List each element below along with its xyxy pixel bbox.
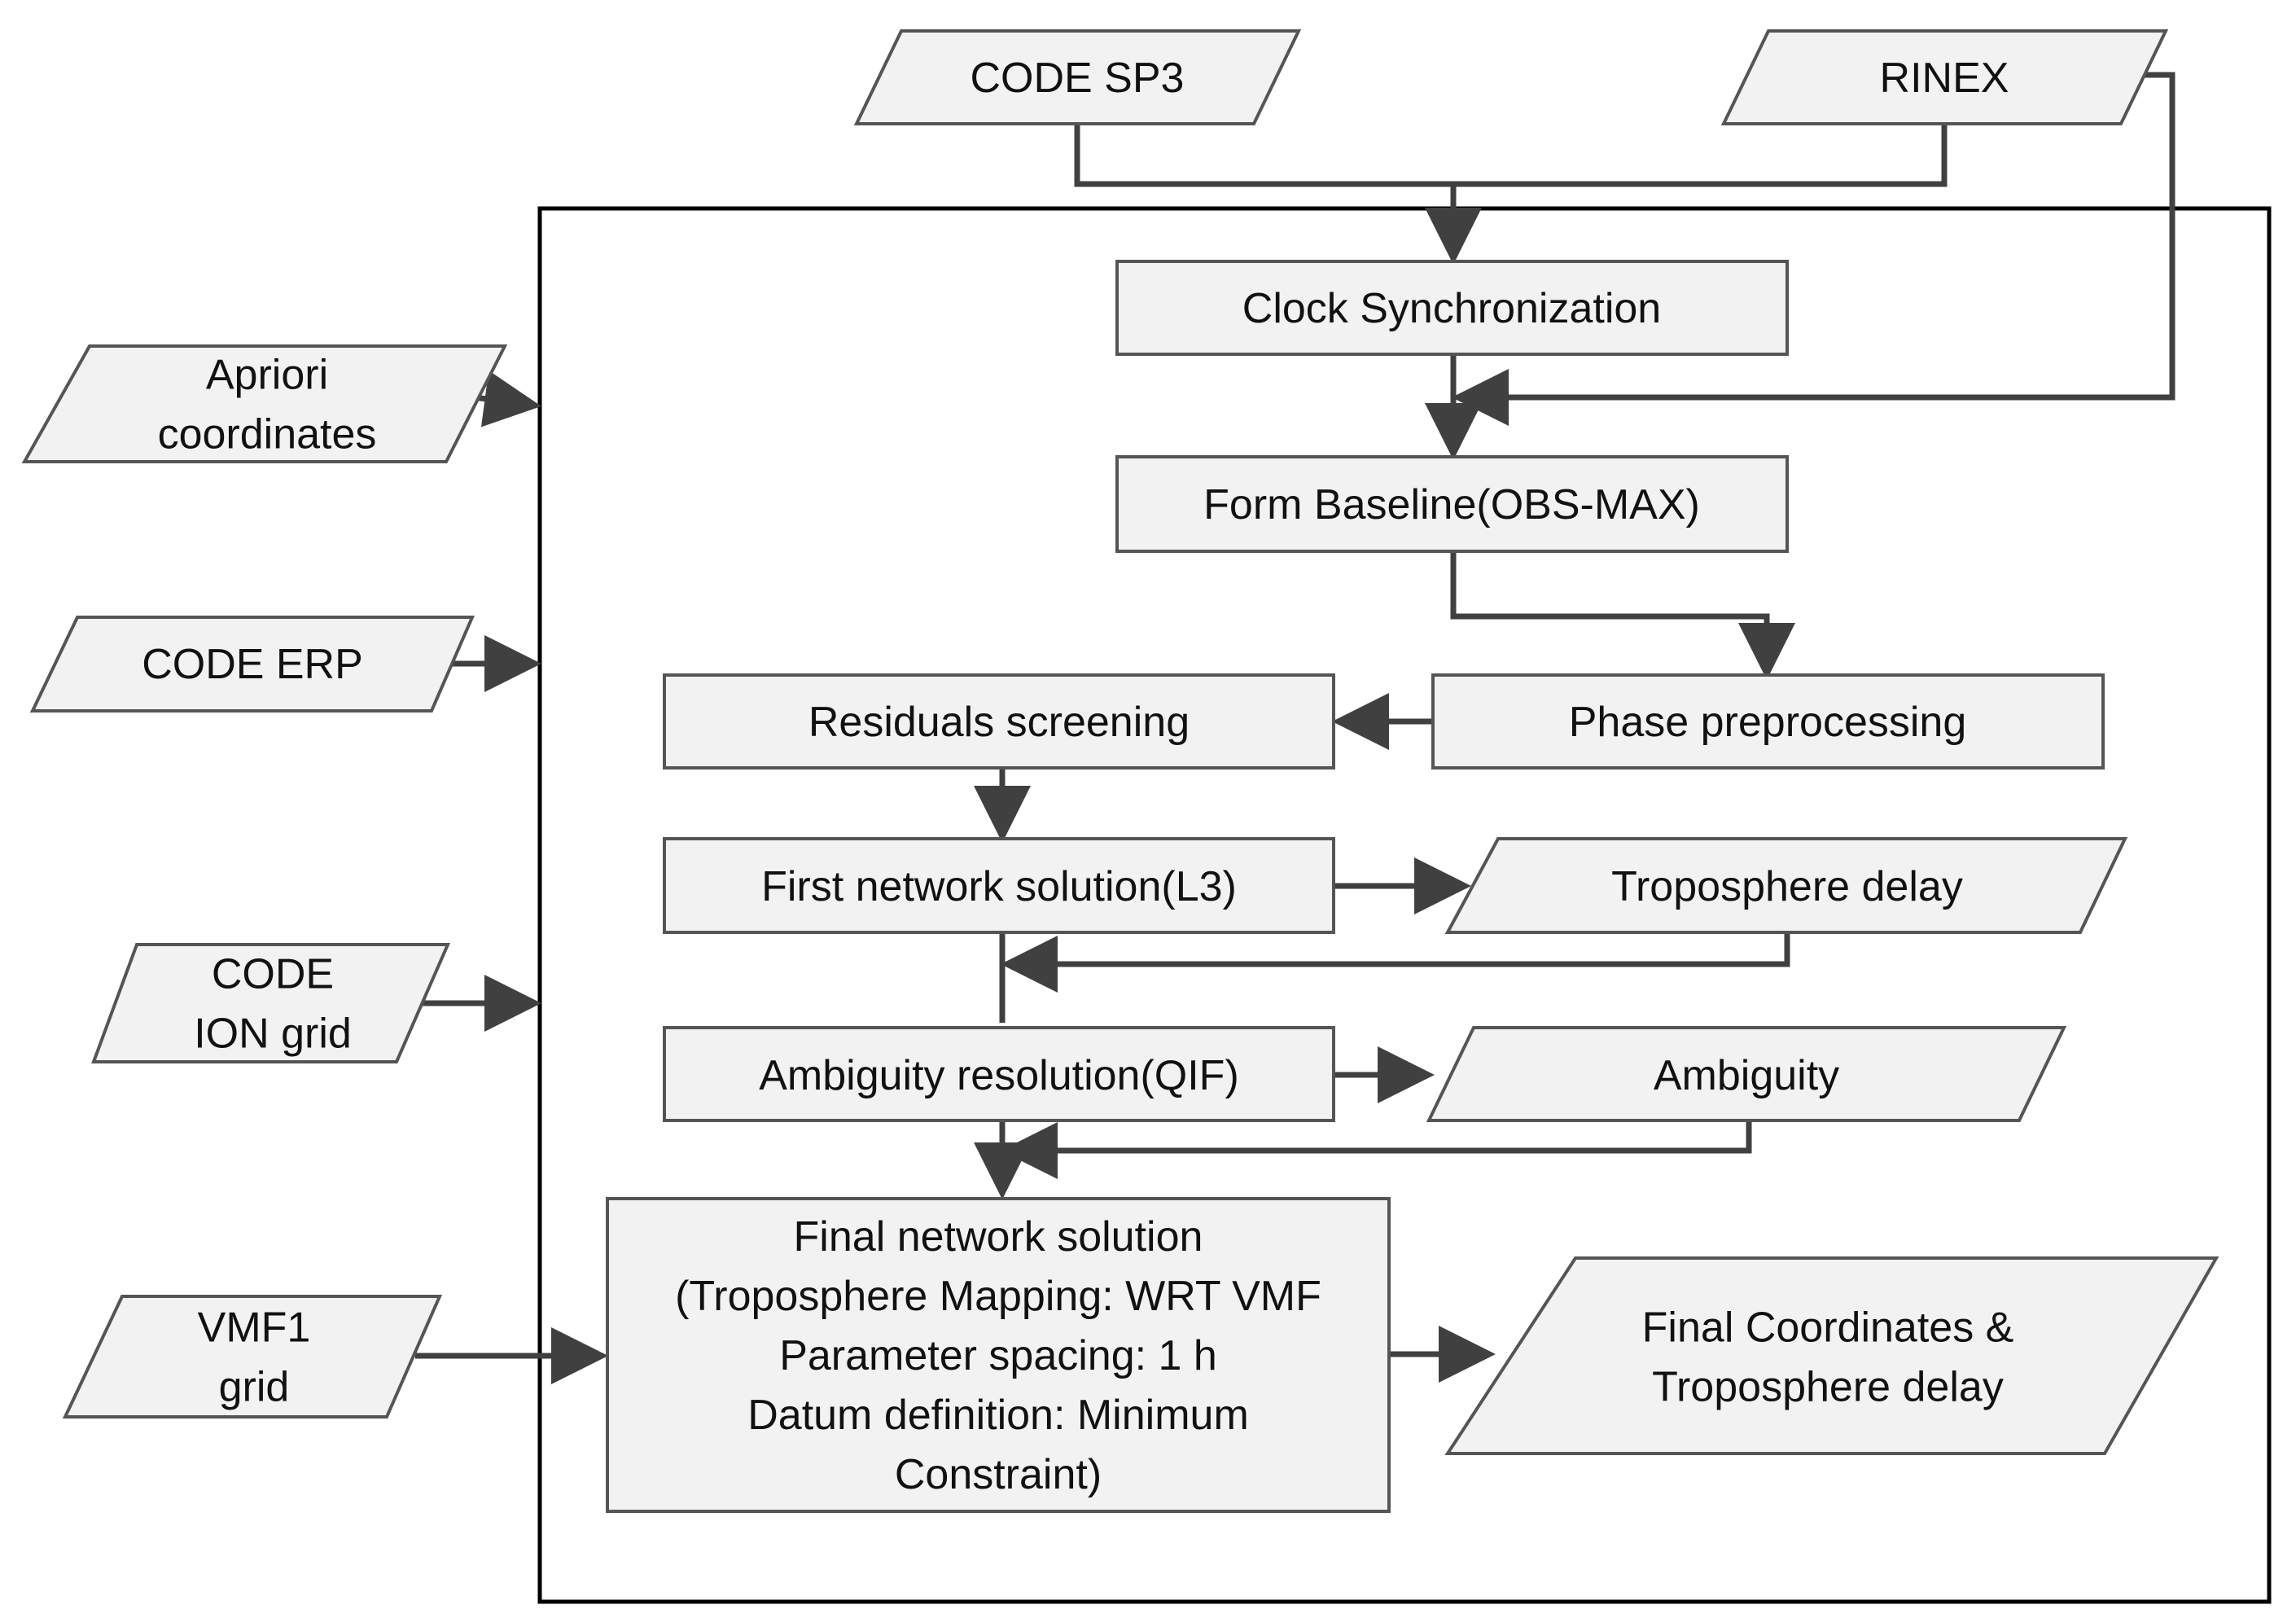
processing-frame	[537, 206, 2272, 1604]
label-line: RINEX	[1880, 55, 2009, 102]
code-erp-label: CODE ERP	[142, 641, 363, 688]
io-shapes	[21, 29, 2219, 1455]
residuals-screening-box	[663, 673, 1335, 770]
label-line: Final network solution	[794, 1213, 1203, 1261]
form-baseline-label: Form Baseline(OBS-MAX)	[1203, 481, 1700, 528]
rinex-label: RINEX	[1880, 55, 2009, 102]
label-line: Ambiguity resolution(QIF)	[759, 1052, 1239, 1099]
arrow-apriori-to-frame	[474, 370, 541, 428]
phase-preprocessing-label: Phase preprocessing	[1569, 699, 1967, 746]
apriori-coordinates-input	[21, 344, 508, 463]
code-ion-grid-input	[91, 943, 451, 1063]
arrow-form-baseline-to-phase	[1450, 550, 1795, 680]
code-erp-input	[29, 616, 475, 713]
final-network-solution-box	[606, 1197, 1391, 1513]
label-line: Phase preprocessing	[1569, 699, 1967, 746]
label-line: Residuals screening	[808, 699, 1190, 746]
label-line: Ambiguity	[1654, 1052, 1839, 1099]
label-line: Parameter spacing: 1 h	[779, 1332, 1217, 1379]
arrow-rinex-to-form-baseline	[1452, 72, 2176, 426]
label-line: Form Baseline(OBS-MAX)	[1203, 481, 1700, 528]
ambiguity-output	[1426, 1026, 2067, 1122]
vmf1-grid-input	[62, 1295, 443, 1418]
residuals-screening-label: Residuals screening	[808, 699, 1190, 746]
label-line: Apriori	[206, 352, 328, 399]
code-ion-grid-label: CODE ION grid	[194, 951, 352, 1058]
connectors	[415, 72, 2176, 1384]
label-line: (Troposphere Mapping: WRT VMF	[675, 1273, 1321, 1320]
apriori-coordinates-label: Apriori coordinates	[158, 352, 377, 458]
label-line: Troposphere delay	[1652, 1364, 2004, 1411]
label-line: CODE SP3	[971, 55, 1185, 102]
label-line: Clock Synchronization	[1242, 285, 1661, 332]
troposphere-delay-output	[1444, 837, 2128, 934]
vmf1-grid-label: VMF1 grid	[198, 1304, 311, 1411]
arrow-ambiguity-feedback	[1001, 1120, 1752, 1179]
arrow-troposphere-feedback	[1001, 932, 1790, 993]
connector-sp3-rinex-merge	[1074, 124, 1948, 187]
label-line: Final Coordinates &	[1642, 1304, 2014, 1352]
label-line: Troposphere delay	[1611, 863, 1963, 910]
first-network-solution-label: First network solution(L3)	[761, 863, 1237, 910]
clock-synchronization-label: Clock Synchronization	[1242, 285, 1661, 332]
label-line: CODE	[212, 951, 334, 998]
ambiguity-label: Ambiguity	[1654, 1052, 1839, 1099]
final-network-solution-label: Final network solution (Troposphere Mappi…	[675, 1213, 1321, 1498]
rinex-input	[1720, 29, 2169, 125]
label-line: Constraint)	[895, 1451, 1102, 1498]
code-sp3-input	[853, 29, 1302, 125]
label-line: coordinates	[158, 411, 377, 458]
form-baseline-box	[1115, 455, 1789, 553]
first-network-solution-box	[663, 837, 1335, 934]
label-line: VMF1	[198, 1304, 311, 1352]
label-line: CODE ERP	[142, 641, 363, 688]
troposphere-delay-label: Troposphere delay	[1611, 863, 1963, 910]
label-line: Datum definition: Minimum	[747, 1392, 1249, 1439]
process-boxes	[606, 260, 2105, 1513]
label-line: grid	[219, 1364, 290, 1411]
label-line: ION grid	[194, 1011, 352, 1058]
label-line: First network solution(L3)	[761, 863, 1237, 910]
final-coordinates-output	[1444, 1256, 2219, 1455]
clock-synchronization-box	[1115, 260, 1789, 356]
labels: CODE SP3 RINEX Apriori coordinates CODE E…	[142, 55, 2013, 1498]
final-coordinates-label: Final Coordinates & Troposphere delay	[1642, 1304, 2014, 1411]
ambiguity-resolution-label: Ambiguity resolution(QIF)	[759, 1052, 1239, 1099]
code-sp3-label: CODE SP3	[971, 55, 1185, 102]
ambiguity-resolution-box	[663, 1026, 1335, 1122]
phase-preprocessing-box	[1431, 673, 2105, 770]
